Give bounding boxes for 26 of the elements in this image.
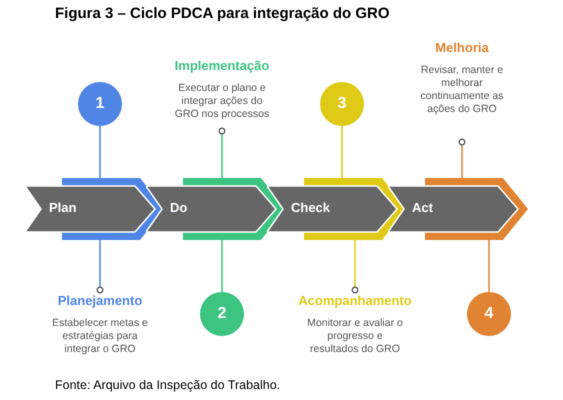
step-heading: Planejamento	[58, 293, 142, 308]
step-description: Executar o plano e integrar ações do GRO nos processos	[174, 82, 270, 121]
step-description: Revisar, manter e melhorar continuamente as ações do GRO	[420, 64, 504, 116]
step-label: Do	[170, 200, 188, 215]
connector-line	[341, 126, 343, 178]
connector-line	[458, 138, 466, 178]
step-number-circle: 1	[78, 82, 122, 126]
connector-line	[96, 240, 104, 294]
step-heading: Implementação	[174, 58, 270, 73]
connector-line	[488, 240, 490, 292]
step-heading: Melhoria	[435, 40, 489, 55]
step-label: Check	[291, 200, 330, 215]
figure-title: Figura 3 – Ciclo PDCA para integração do GRO	[55, 5, 390, 22]
connector-line	[218, 128, 226, 178]
step-number-circle: 3	[320, 82, 364, 126]
connector-line	[99, 126, 101, 178]
step-label: Act	[412, 200, 433, 215]
step-heading: Acompanhamento	[298, 293, 412, 308]
step-description: Estabelecer metas e estratégias para integrar o GRO	[51, 317, 149, 356]
step-label: Plan	[49, 200, 76, 215]
step-description: Monitorar e avaliar o progresso e resultados do GRO	[306, 317, 404, 356]
connector-line	[221, 240, 223, 292]
step-number-circle: 4	[467, 292, 511, 336]
step-number-circle: 2	[200, 292, 244, 336]
connector-line	[352, 240, 358, 294]
source-caption: Fonte: Arquivo da Inspeção do Trabalho.	[55, 378, 280, 392]
